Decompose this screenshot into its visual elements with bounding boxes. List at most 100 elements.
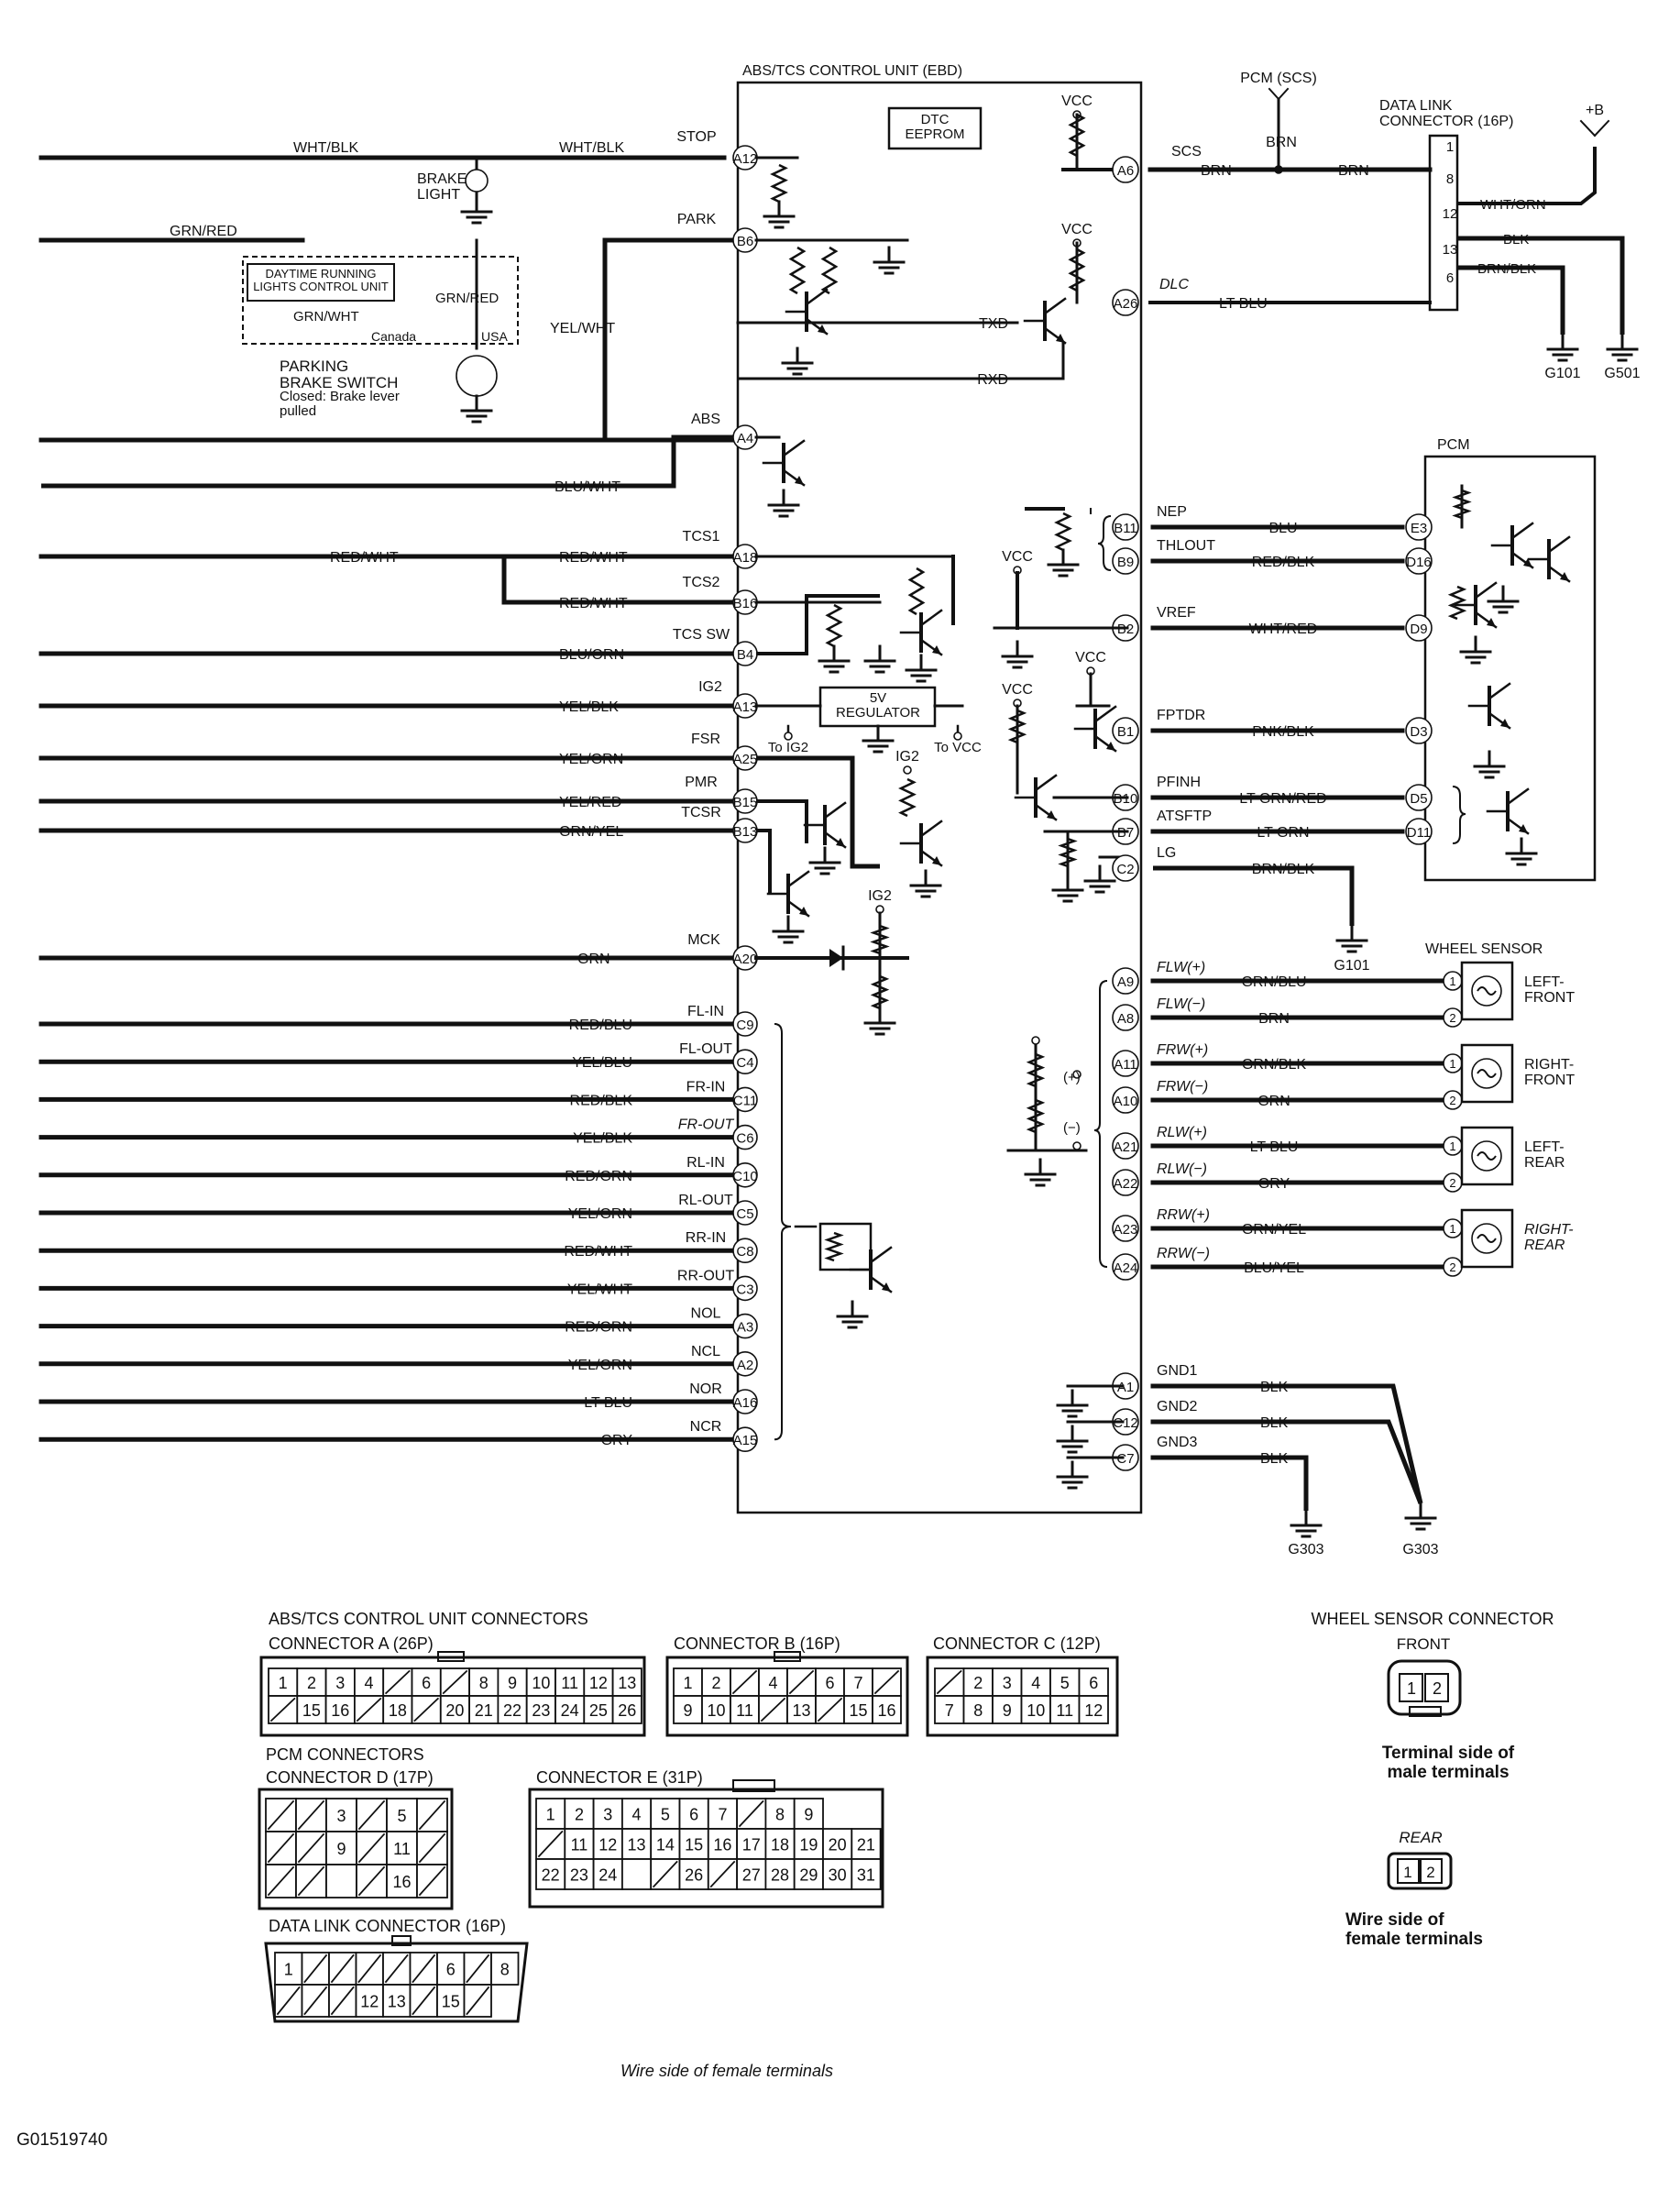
transistor-symbol [1523,558,1532,567]
connector-e-pin-number: 22 [542,1866,560,1885]
polarity-label: (−) [1063,1120,1081,1136]
connector-c-blank-cell [936,1669,962,1695]
connector-c-pin-number: 12 [1084,1701,1103,1720]
ground-label: G303 [1402,1542,1438,1557]
pin-a10-label: A10 [1114,1094,1138,1109]
connector-e-pin-number: 17 [742,1836,761,1854]
valve-bracket [774,1023,792,1441]
wire-color-label: YEL/RED [559,795,621,810]
pin-a13-label: A13 [733,699,758,715]
connector-e-cell [707,1828,738,1860]
connector-d-cell [386,1831,418,1865]
connector-key [774,1651,801,1662]
sine-icon [1477,1234,1497,1243]
sensor-pin-label: 2 [1449,1176,1455,1190]
connector-c-pin-number: 7 [945,1701,954,1720]
dlc-connector-blank-cell [357,1953,382,1984]
pin-a4-label: A4 [737,431,753,446]
connector-e-pin-number: 20 [829,1836,847,1854]
pcm-pin-label: E3 [1411,521,1427,536]
brake-light-icon [465,169,489,193]
pin-a8-label: A8 [1117,1011,1134,1027]
transistor-symbol [786,870,810,888]
transistor-symbol [1034,774,1058,792]
wire-color-label: YEL/BLK [573,1131,632,1147]
pin-b2-label: B2 [1117,622,1134,637]
function-label: IG2 [698,679,722,695]
pin-a15-label: A15 [733,1433,758,1448]
function-label: MCK [687,932,720,948]
market-label: USA [481,329,508,344]
pin-a8 [1112,1004,1139,1031]
wire [1593,119,1610,138]
transistor-symbol [932,645,941,655]
to-vcc-label: To VCC [934,740,982,755]
connector-a-pin-number: 24 [561,1701,579,1720]
transistor-symbol [1474,581,1498,600]
resistor-symbol [770,163,788,204]
pcm-pin-circle [1405,717,1433,744]
wire-color-label: YEL/GRN [568,1358,632,1373]
function-label: RL-IN [686,1155,725,1171]
connector-b-pin-number: 11 [736,1701,753,1720]
wheel-pin-number: 2 [1426,1864,1434,1881]
wire-color-label: BRN [1201,163,1232,179]
rxd-label: RXD [977,372,1008,388]
connector-e-cell [535,1798,566,1830]
resistor-symbol [1054,512,1072,552]
dlc-connector-blank-cell [276,1986,301,2016]
wire-color-label: BRN [1266,135,1297,150]
wire-color-label: YEL/BLK [559,699,619,715]
wire-color-label: GRN/BLK [1242,1057,1307,1073]
dlc-pin-label: 12 [1443,206,1458,222]
resistor-symbol [824,1231,844,1262]
wire-color-label: LT BLU [1250,1139,1299,1155]
transistor-symbol [799,907,808,916]
pin-c2 [1112,854,1139,882]
pcm-pin-label: D3 [1410,724,1427,740]
connector-a-cell [525,1667,556,1697]
dlc-connector-blank-cell [303,1986,328,2016]
dlc-connector-pin-number: 8 [500,1961,510,1979]
connector-d-blank-cell [297,1865,325,1897]
wire-blu-wht [41,435,733,489]
wheel-sensor-title: WHEEL SENSOR [1425,941,1543,957]
connector-e-pin-number: 12 [598,1836,617,1854]
sensor-location-label: RIGHT-REAR [1524,1222,1574,1253]
connector-e-pin-number: 15 [685,1836,703,1854]
resistor-symbol [1058,837,1078,868]
dlc-connector-pin-number: 15 [442,1993,460,2011]
dlc-pin-label: 13 [1443,242,1458,258]
connector-a-pin-number: 11 [561,1674,578,1692]
connector-a-pin-number: 2 [307,1674,316,1692]
pin-b6-label: B6 [737,234,753,249]
connector-d-blank-cell [267,1832,295,1864]
connector-e-pin-number: 7 [718,1806,727,1824]
wire-color-label: RED/BLU [569,1018,632,1033]
connector-b-cell [673,1695,703,1724]
pin-a18-label: A18 [733,550,758,566]
connector-a-blank-cell [269,1697,296,1722]
transistor-symbol [818,325,827,334]
section-title: PCM CONNECTORS [266,1745,424,1764]
connector-a-pin-number: 9 [508,1674,517,1692]
connector-a-blank-cell [413,1697,440,1722]
wire-red-wht-2 [501,556,733,605]
dlc-connector-pin-number: 12 [360,1993,379,2011]
function-label: NCR [690,1419,722,1435]
transistor-symbol [795,476,804,485]
dlc-connector-blank-cell [466,1953,490,1984]
wire [756,594,880,655]
function-label: RR-OUT [677,1268,734,1283]
wire-color-label: YEL/GRN [568,1206,632,1222]
function-label: NCL [691,1344,720,1359]
function-label: RL-OUT [678,1193,733,1208]
connector-a-pin-number: 26 [618,1701,636,1720]
connector-d-pin-number: 5 [397,1807,406,1825]
pin-c3-label: C3 [736,1282,753,1297]
function-label: VREF [1157,605,1196,621]
connector-b-pin-number: 1 [683,1674,692,1692]
connector-e-shell [528,1788,884,1909]
pin-a26-label: A26 [1114,296,1138,312]
